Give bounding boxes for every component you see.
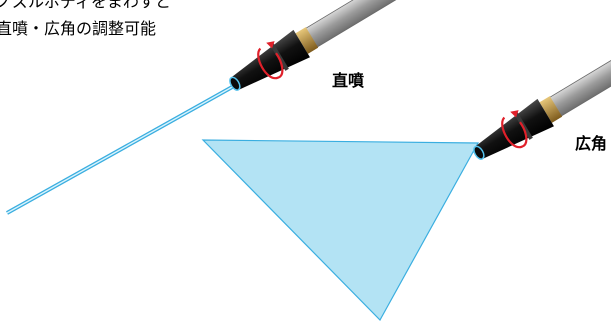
- description-line-1: ノズルボディをまわすと: [0, 0, 171, 11]
- direct-jet-highlight: [6, 85, 235, 214]
- brass-fitting: [295, 27, 319, 54]
- nozzle-tip: [473, 145, 485, 160]
- rotation-arrow-head-icon: [510, 110, 519, 118]
- rotation-arrow-icon: [257, 47, 284, 80]
- rotation-arrow-head-icon: [266, 41, 275, 49]
- hose-pipe: [548, 35, 611, 118]
- nozzle-tip: [229, 76, 241, 91]
- direct-mode-label: 直噴: [332, 71, 365, 90]
- brass-fitting: [539, 96, 563, 123]
- rotation-arrow-icon: [501, 116, 528, 149]
- direct-nozzle: [229, 0, 420, 91]
- description-line-2: 直噴・広角の調整可能: [0, 19, 157, 38]
- wide-nozzle: [473, 35, 611, 160]
- hose-pipe: [304, 0, 420, 49]
- wide-spray-cone: [201, 139, 480, 321]
- wide-mode-label: 広角: [575, 134, 608, 153]
- nozzle-body: [473, 98, 554, 160]
- nozzle-body: [229, 29, 310, 91]
